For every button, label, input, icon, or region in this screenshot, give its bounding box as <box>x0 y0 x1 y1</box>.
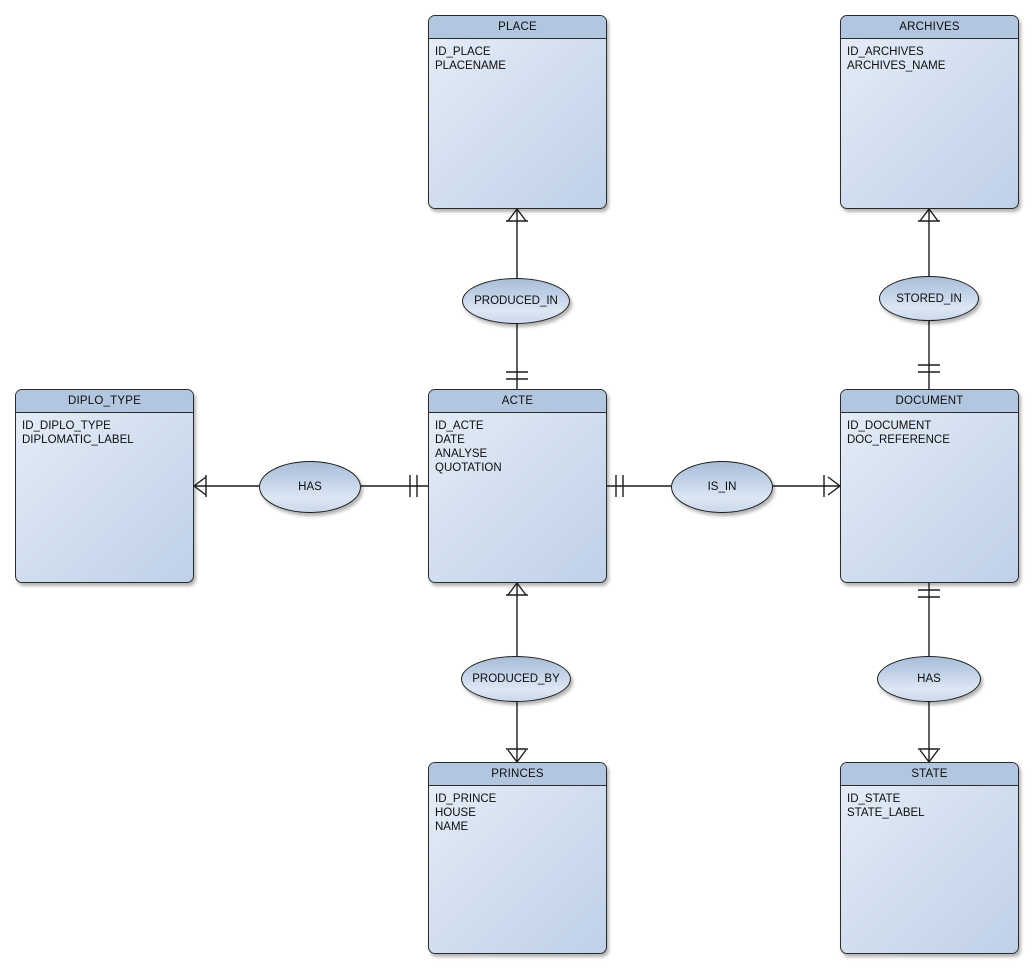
entity-attribute: ARCHIVES_NAME <box>847 60 946 72</box>
entity-attribute: ID_PRINCE <box>435 793 497 805</box>
relationship-stored-in[interactable]: STORED_IN <box>879 276 979 321</box>
relationship-has-diplo-type[interactable]: HAS <box>259 461 361 513</box>
relationship-produced-by[interactable]: PRODUCED_BY <box>461 656 571 702</box>
entity-attribute: ANALYSE <box>435 448 488 460</box>
entity-title: STATE <box>841 763 1018 786</box>
entity-attribute-list: ID_PRINCE HOUSE NAME <box>429 786 606 834</box>
entity-attribute: HOUSE <box>435 807 476 819</box>
entity-document[interactable]: DOCUMENT ID_DOCUMENT DOC_REFERENCE <box>840 389 1019 583</box>
relationship-has-state[interactable]: HAS <box>877 656 981 702</box>
relationship-is-in[interactable]: IS_IN <box>671 461 773 513</box>
entity-attribute-list: ID_ARCHIVES ARCHIVES_NAME <box>841 39 1018 73</box>
entity-attribute: PLACENAME <box>435 60 506 72</box>
relationship-produced-in[interactable]: PRODUCED_IN <box>462 278 570 324</box>
entity-attribute-list: ID_PLACE PLACENAME <box>429 39 606 73</box>
entity-title: PLACE <box>429 16 606 39</box>
entity-attribute-list: ID_ACTE DATE ANALYSE QUOTATION <box>429 413 606 475</box>
entity-attribute: ID_ARCHIVES <box>847 46 924 58</box>
entity-title: DIPLO_TYPE <box>16 390 193 413</box>
entity-attribute: DATE <box>435 434 465 446</box>
entity-attribute: DOC_REFERENCE <box>847 434 950 446</box>
entity-attribute-list: ID_STATE STATE_LABEL <box>841 786 1018 820</box>
entity-attribute: ID_STATE <box>847 793 901 805</box>
entity-attribute: DIPLOMATIC_LABEL <box>22 434 134 446</box>
entity-attribute: ID_DOCUMENT <box>847 420 932 432</box>
entity-archives[interactable]: ARCHIVES ID_ARCHIVES ARCHIVES_NAME <box>840 15 1019 209</box>
entity-title: DOCUMENT <box>841 390 1018 413</box>
entity-acte[interactable]: ACTE ID_ACTE DATE ANALYSE QUOTATION <box>428 389 607 583</box>
entity-attribute: ID_DIPLO_TYPE <box>22 420 111 432</box>
entity-princes[interactable]: PRINCES ID_PRINCE HOUSE NAME <box>428 762 607 954</box>
entity-attribute: NAME <box>435 821 469 833</box>
entity-attribute: STATE_LABEL <box>847 807 925 819</box>
entity-attribute: ID_PLACE <box>435 46 491 58</box>
entity-title: PRINCES <box>429 763 606 786</box>
entity-attribute-list: ID_DOCUMENT DOC_REFERENCE <box>841 413 1018 447</box>
entity-attribute: ID_ACTE <box>435 420 484 432</box>
entity-state[interactable]: STATE ID_STATE STATE_LABEL <box>840 762 1019 954</box>
entity-title: ARCHIVES <box>841 16 1018 39</box>
entity-attribute-list: ID_DIPLO_TYPE DIPLOMATIC_LABEL <box>16 413 193 447</box>
entity-place[interactable]: PLACE ID_PLACE PLACENAME <box>428 15 607 209</box>
entity-title: ACTE <box>429 390 606 413</box>
entity-attribute: QUOTATION <box>435 462 502 474</box>
entity-diplo-type[interactable]: DIPLO_TYPE ID_DIPLO_TYPE DIPLOMATIC_LABE… <box>15 389 194 583</box>
